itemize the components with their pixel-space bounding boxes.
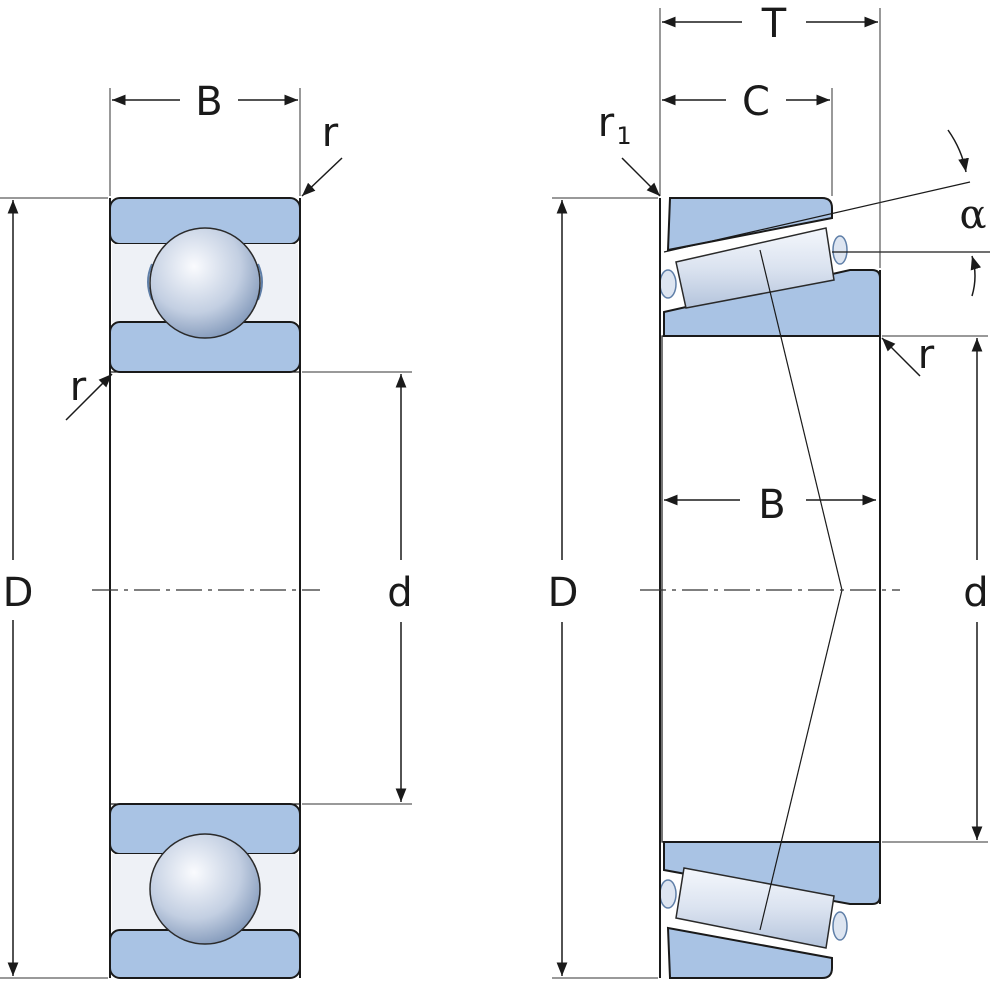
right-bore-area bbox=[661, 335, 881, 843]
tapered-roller-icon bbox=[675, 867, 835, 949]
left-outer-diameter-label: D bbox=[3, 570, 34, 616]
left-chamfer-top-label: r bbox=[322, 110, 339, 156]
ball-element-icon bbox=[147, 263, 153, 301]
left-bore-diameter-label: d bbox=[387, 570, 412, 616]
ball-bearing-section: B r r D d bbox=[0, 79, 413, 979]
right-contact-angle-label: α bbox=[959, 192, 986, 238]
right-chamfer-r1-subscript: 1 bbox=[616, 122, 631, 150]
tapered-roller-bearing-section: T C r 1 α r B D d bbox=[548, 1, 990, 979]
left-bottom-ball bbox=[149, 833, 261, 945]
right-total-width-label: T bbox=[761, 1, 787, 47]
right-bottom-cup bbox=[666, 926, 833, 979]
tapered-roller-icon bbox=[675, 227, 835, 309]
right-chamfer-r1-label: r bbox=[598, 100, 615, 146]
contact-angle-line-top bbox=[663, 181, 971, 253]
left-top-ball bbox=[147, 227, 263, 339]
left-width-label: B bbox=[195, 79, 222, 125]
left-chamfer-inner-label: r bbox=[70, 364, 87, 410]
right-outer-diameter-label: D bbox=[548, 570, 579, 616]
right-top-cup bbox=[666, 197, 833, 252]
right-top-roller bbox=[659, 227, 848, 309]
right-cone-width-label: B bbox=[758, 482, 785, 528]
left-bore-area bbox=[109, 371, 301, 805]
ball-element-icon bbox=[149, 833, 261, 945]
right-bottom-roller bbox=[659, 867, 848, 949]
right-cup-width-label: C bbox=[742, 79, 770, 125]
contact-angle-arc bbox=[947, 129, 969, 173]
right-bore-diameter-label: d bbox=[963, 570, 988, 616]
right-chamfer-r-label: r bbox=[918, 332, 935, 378]
